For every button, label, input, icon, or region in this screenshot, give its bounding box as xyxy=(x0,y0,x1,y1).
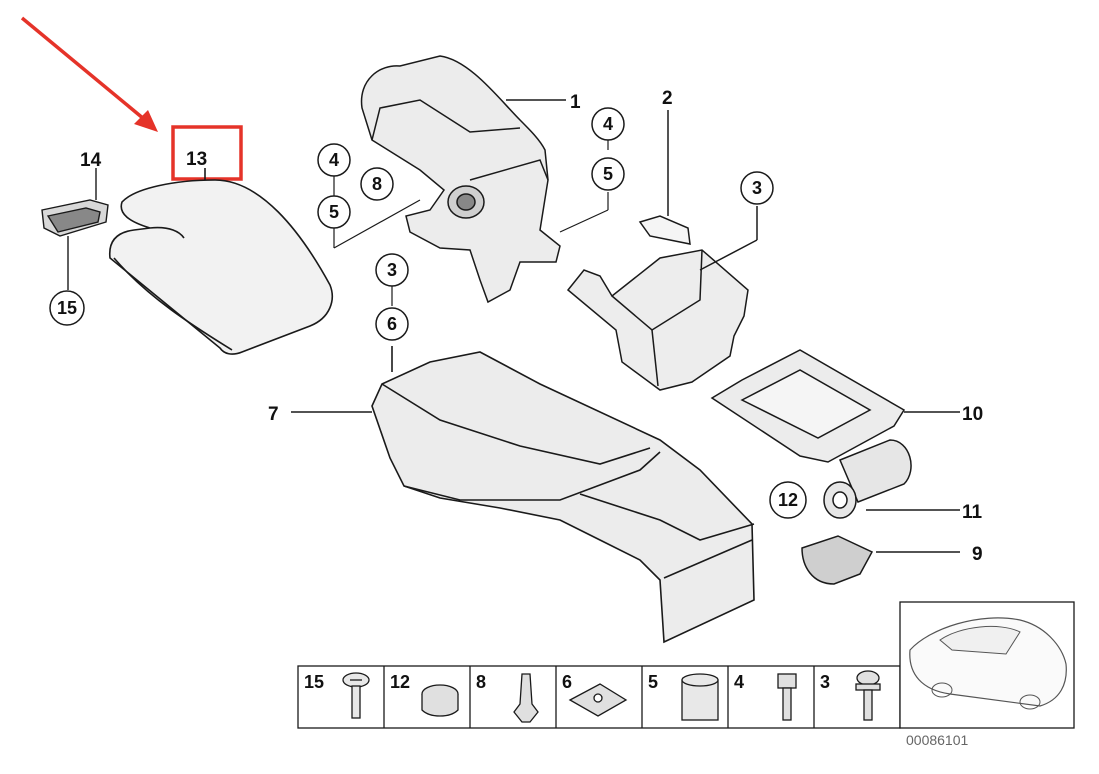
circled-label-text: 4 xyxy=(329,150,339,170)
circled-label-5-left: 5 xyxy=(317,195,351,229)
part-1-armrest-hinge[interactable] xyxy=(360,55,566,304)
clip-nut-6-icon xyxy=(568,683,628,717)
callout-11: 11 xyxy=(962,502,983,523)
highlight-arrow xyxy=(20,16,158,132)
part-9-cover[interactable] xyxy=(801,535,960,585)
pin-8-icon xyxy=(513,673,539,723)
callout-1: 1 xyxy=(570,92,581,113)
circled-label-12: 12 xyxy=(769,481,807,519)
circled-label-text: 3 xyxy=(387,260,397,280)
circled-label-3-right: 3 xyxy=(740,171,774,205)
circled-label-text: 8 xyxy=(372,174,382,194)
circled-label-text: 15 xyxy=(57,298,77,318)
legend-label-5: 5 xyxy=(648,672,658,692)
legend-label-8: 8 xyxy=(476,672,486,692)
part-7-console-base[interactable] xyxy=(291,346,755,644)
callout-14: 14 xyxy=(80,150,102,171)
part-11-roller[interactable] xyxy=(823,439,960,519)
circled-label-text: 3 xyxy=(752,178,762,198)
callout-9: 9 xyxy=(972,544,983,565)
circled-label-6: 6 xyxy=(375,307,409,341)
callout-10: 10 xyxy=(962,404,983,425)
leader-lines xyxy=(333,138,609,306)
legend-label-3: 3 xyxy=(820,672,830,692)
circled-label-text: 6 xyxy=(387,314,397,334)
plug-12-icon xyxy=(421,684,459,717)
part-14-clip[interactable] xyxy=(41,168,109,290)
callout-7: 7 xyxy=(268,404,279,425)
part-13-armrest-lid[interactable] xyxy=(109,168,334,355)
circled-label-8: 8 xyxy=(360,167,394,201)
circled-label-text: 5 xyxy=(329,202,339,222)
vehicle-thumbnail xyxy=(899,601,1075,729)
circled-label-text: 5 xyxy=(603,164,613,184)
circled-label-5-right: 5 xyxy=(591,157,625,191)
legend-label-4: 4 xyxy=(734,672,744,692)
legend-label-12: 12 xyxy=(390,672,410,692)
screw-3-icon xyxy=(855,670,881,721)
circled-label-3-center: 3 xyxy=(375,253,409,287)
sleeve-5-icon xyxy=(681,673,719,721)
part-3-storage-bin[interactable] xyxy=(566,110,758,391)
circled-label-4-right: 4 xyxy=(591,107,625,141)
bolt-4-icon xyxy=(777,673,797,721)
circled-label-15: 15 xyxy=(49,290,85,326)
circled-label-4-left: 4 xyxy=(317,143,351,177)
callout-13: 13 xyxy=(186,149,207,170)
legend-label-6: 6 xyxy=(562,672,572,692)
legend-label-15: 15 xyxy=(304,672,324,692)
highlight-box xyxy=(171,125,243,181)
circled-label-text: 4 xyxy=(603,114,613,134)
diagram-id: 00086101 xyxy=(906,732,969,748)
hardware-legend: 15 12 8 6 5 4 3 xyxy=(297,665,901,729)
part-10-tray[interactable] xyxy=(710,349,960,463)
circled-label-text: 12 xyxy=(778,490,798,510)
callout-2: 2 xyxy=(662,88,673,109)
screw-15-icon xyxy=(342,672,370,719)
